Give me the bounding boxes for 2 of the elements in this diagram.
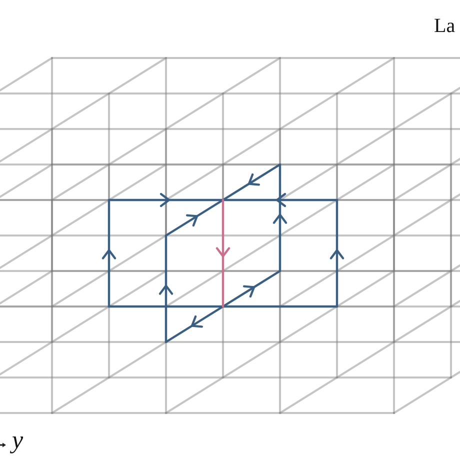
heading-text: La <box>434 16 456 36</box>
axis-label: y <box>12 428 24 453</box>
